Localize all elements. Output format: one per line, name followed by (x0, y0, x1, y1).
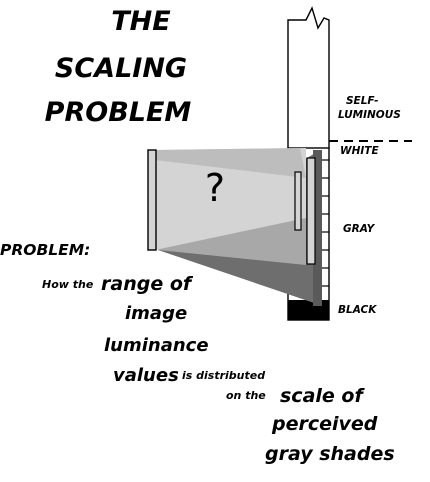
problem-luminance: luminance (104, 335, 209, 356)
title-line-1: THE (111, 6, 171, 37)
image-luminance-range-bar (147, 149, 157, 251)
mapped-range-bar-inner (294, 171, 302, 231)
title-line-2: SCALING (55, 53, 187, 84)
problem-on-the: on the (226, 389, 266, 402)
problem-scale-of: scale of (280, 385, 365, 407)
problem-perceived: perceived (271, 413, 378, 435)
scale-ticks (322, 159, 329, 287)
self-luminous-column (287, 6, 330, 148)
problem-range-of: range of (101, 273, 194, 295)
problem-gray-shades: gray shades (265, 443, 395, 465)
problem-how-the: How the (42, 278, 94, 291)
mapped-range-bar-outer (306, 157, 316, 265)
gray-label: GRAY (343, 223, 376, 235)
self-luminous-label-1: SELF- (346, 95, 378, 107)
problem-image: image (125, 303, 187, 324)
problem-values: values (113, 365, 179, 386)
self-luminous-label-2: LUMINOUS (338, 109, 401, 121)
problem-is-distributed: is distributed (182, 369, 265, 382)
target-range-shadow (313, 150, 322, 306)
problem-label: PROBLEM: (0, 241, 90, 259)
projection-highlight (155, 148, 306, 178)
question-mark: ? (205, 166, 225, 210)
white-label: WHITE (340, 145, 379, 157)
black-end-block (288, 300, 329, 320)
title-line-3: PROBLEM (45, 97, 192, 128)
black-label: BLACK (338, 304, 377, 316)
